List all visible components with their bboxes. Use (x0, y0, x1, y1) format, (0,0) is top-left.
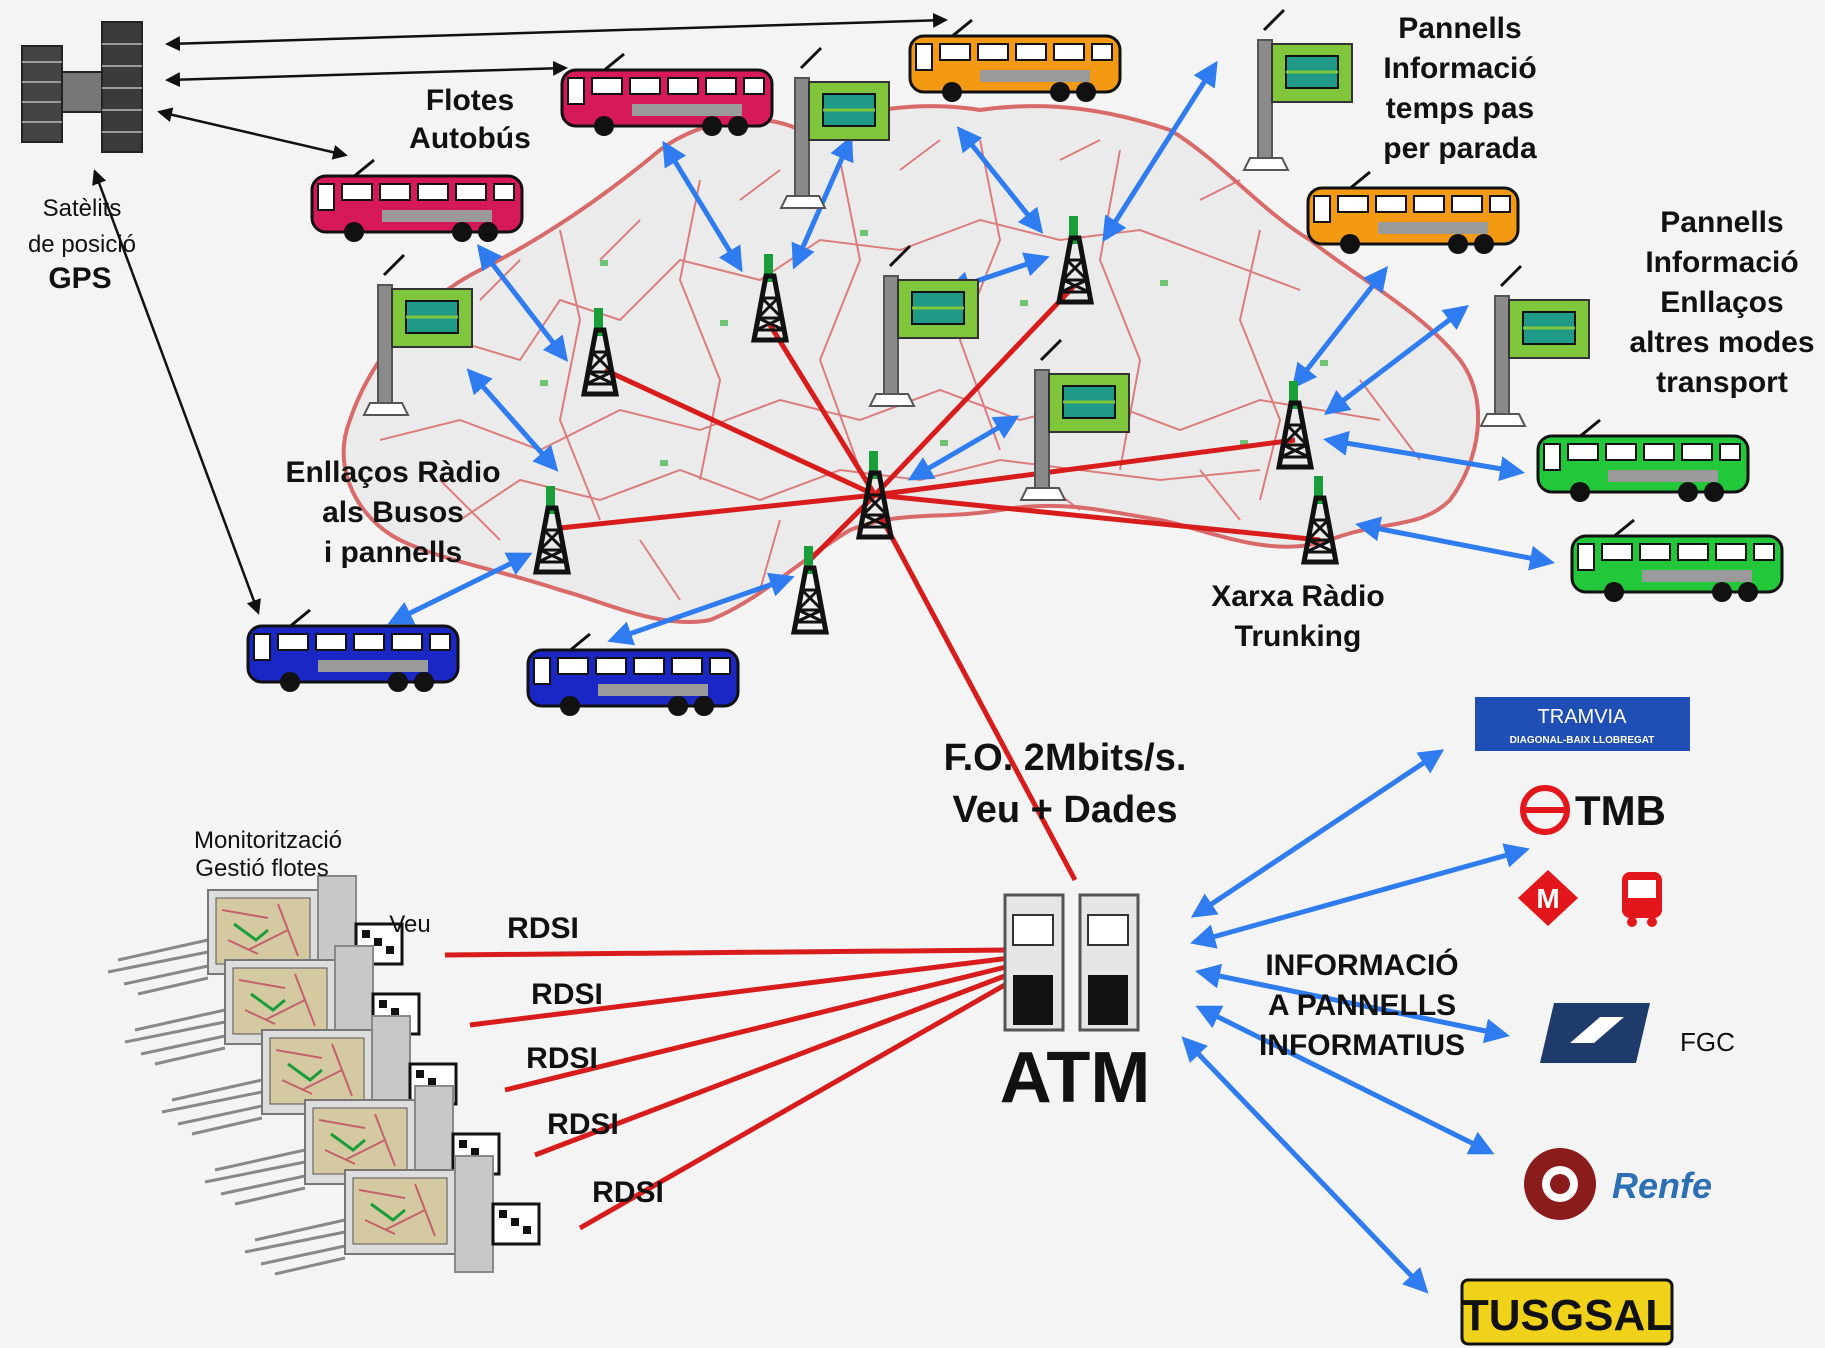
satelits-label: Satèlits de posició GPS (28, 195, 136, 295)
label-line: Flotes (426, 84, 514, 117)
label-line: Informació (1645, 246, 1798, 279)
tusgsal-logo: TUSGSAL (1460, 1278, 1674, 1346)
bus-icon (908, 18, 1122, 104)
gps-links (92, 12, 948, 615)
label-line: Enllaços (1660, 286, 1783, 319)
label-line: de posició (28, 231, 136, 258)
bus-icon (560, 52, 774, 138)
renfe-logo: Renfe (1524, 1148, 1712, 1220)
label-line: INFORMACIÓ (1265, 948, 1458, 982)
fgc-logo-text: FGC (1680, 1027, 1735, 1057)
gps-label: GPS (48, 262, 111, 295)
radio-links (444, 283, 1321, 1231)
xarxa-radio-label: Xarxa Ràdio Trunking (1211, 580, 1384, 653)
label-line: temps pas (1386, 92, 1534, 125)
label-line: Gestió flotes (195, 855, 328, 882)
tmb-logo: TMB (1520, 785, 1666, 835)
rdsi-label: RDSI (531, 978, 603, 1011)
label-line: Informació (1383, 52, 1536, 85)
label-line: per parada (1383, 132, 1537, 165)
label-line: Pannells (1398, 12, 1521, 45)
bus-icon (1536, 418, 1750, 504)
bus-icon (1570, 518, 1784, 604)
label-line: i pannells (324, 536, 462, 569)
tramvia-logo: TRAMVIA DIAGONAL-BAIX LLOBREGAT (1475, 697, 1690, 751)
fgc-logo: FGC (1540, 1003, 1735, 1063)
label-line: altres modes (1629, 326, 1814, 359)
rdsi-label: RDSI (547, 1108, 619, 1141)
bus-stop-icon (1622, 872, 1662, 927)
tusgsal-logo-text: TUSGSAL (1462, 1291, 1672, 1340)
label-line: Trunking (1235, 620, 1362, 653)
rdsi-label: RDSI (592, 1176, 664, 1209)
label-line: INFORMATIUS (1259, 1029, 1465, 1062)
enllacos-radio-label: Enllaços Ràdio als Busos i pannells (285, 456, 500, 569)
informacio-label: INFORMACIÓ A PANNELLS INFORMATIUS (1259, 948, 1465, 1062)
label-line: Pannells (1660, 206, 1783, 239)
info-panel-icon (1242, 8, 1354, 172)
bus-icon (310, 158, 524, 244)
label-line: F.O. 2Mbits/s. (944, 737, 1187, 779)
label-line: Xarxa Ràdio (1211, 580, 1384, 613)
pannells-temps-label: Pannells Informació temps pas per parada (1383, 12, 1537, 165)
info-panel-icon (1479, 264, 1591, 428)
veu-label: Veu (389, 911, 430, 938)
rdsi-label: RDSI (507, 912, 579, 945)
label-line: als Busos (322, 496, 464, 529)
monitoritzacio-label: Monitorització Gestió flotes (194, 827, 342, 882)
bus-icon (246, 608, 460, 694)
label-line: Enllaços Ràdio (285, 456, 500, 489)
satellite-icon (21, 21, 143, 153)
label-line: Veu + Dades (953, 789, 1178, 831)
server-icon (1003, 893, 1140, 1032)
label-line: A PANNELLS (1268, 989, 1456, 1022)
label-line: Autobús (409, 122, 531, 155)
metro-icon: M (1518, 870, 1578, 926)
fo-label: F.O. 2Mbits/s. Veu + Dades (944, 737, 1187, 831)
pannells-enllacos-label: Pannells Informació Enllaços altres mode… (1629, 206, 1814, 399)
label-line: Satèlits (43, 195, 122, 222)
tmb-logo-text: TMB (1575, 787, 1666, 834)
label-line: transport (1656, 366, 1788, 399)
bus-icon (1306, 170, 1520, 256)
renfe-logo-text: Renfe (1612, 1165, 1712, 1206)
rdsi-label: RDSI (526, 1042, 598, 1075)
rdsi-labels: RDSI RDSI RDSI RDSI RDSI (507, 912, 664, 1209)
bus-icon (526, 632, 740, 718)
atm-label: ATM (1000, 1038, 1151, 1118)
label-line: Monitorització (194, 827, 342, 854)
tramvia-logo-subtext: DIAGONAL-BAIX LLOBREGAT (1510, 735, 1655, 746)
flotes-autobus-label: Flotes Autobús (409, 84, 531, 155)
svg-text:M: M (1536, 883, 1559, 914)
tramvia-logo-text: TRAMVIA (1538, 706, 1628, 728)
